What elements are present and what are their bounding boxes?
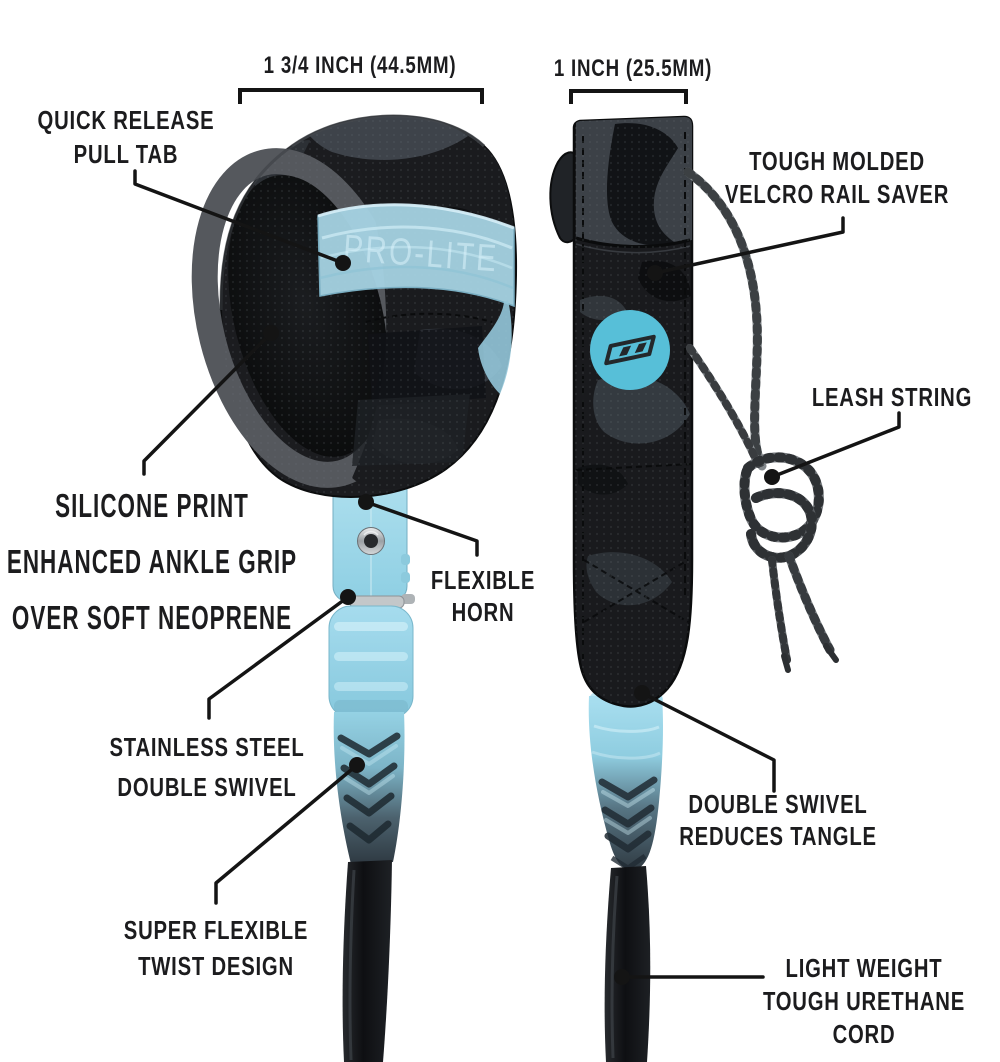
measure-bracket-right xyxy=(569,89,688,104)
ankle-cuff: PRO-LITE xyxy=(191,114,518,498)
leader-double-swivel xyxy=(640,691,776,793)
leader-quick-release xyxy=(133,169,345,265)
brand-logo-badge xyxy=(590,310,670,390)
rail-saver-swivel-assembly xyxy=(588,667,663,1062)
leader-stainless-swivel xyxy=(207,595,350,720)
measurement-label-right: 1 INCH (25.5MM) xyxy=(554,55,712,83)
quick-release-band: PRO-LITE xyxy=(317,203,515,394)
leader-leash-string xyxy=(770,411,901,479)
rail-saver-strap xyxy=(549,115,839,708)
leader-flexible-horn xyxy=(364,500,479,557)
callout-velcro-rail-saver: TOUGH MOLDED VELCRO RAIL SAVER xyxy=(724,146,950,209)
measure-bracket-left xyxy=(238,88,484,104)
measurement-right-text: 1 INCH (25.5MM) xyxy=(553,55,713,82)
callout-leash-string: LEASH STRING xyxy=(811,382,973,412)
callout-dots xyxy=(263,255,780,985)
leader-silicone-grip xyxy=(142,331,273,476)
strap-side-loop xyxy=(549,151,578,244)
urethane-cord-right xyxy=(604,866,651,1062)
callout-double-swivel-tangle: DOUBLE SWIVEL REDUCES TANGLE xyxy=(679,789,877,851)
measurement-label-left: 1 3/4 INCH (44.5MM) xyxy=(264,52,457,80)
measurement-brackets xyxy=(238,88,688,104)
leash-string-knot xyxy=(739,452,824,563)
leader-super-flexible xyxy=(214,763,359,905)
leash-string xyxy=(683,167,839,673)
callout-quick-release-pull-tab: QUICK RELEASE PULL TAB xyxy=(37,105,215,169)
callout-super-flexible-twist: SUPER FLEXIBLE TWIST DESIGN xyxy=(123,915,309,981)
callout-lines xyxy=(133,169,901,979)
pro-lite-logo-icon xyxy=(604,334,656,366)
urethane-cord-left xyxy=(342,860,392,1062)
ankle-leash-swivel-assembly xyxy=(328,457,415,1062)
callout-silicone-print-grip: SILICONE PRINT ENHANCED ANKLE GRIP OVER … xyxy=(6,487,298,636)
callout-urethane-cord: LIGHT WEIGHT TOUGH URETHANE CORD xyxy=(762,953,966,1049)
measurement-left-text: 1 3/4 INCH (44.5MM) xyxy=(263,52,457,79)
leader-rail-saver xyxy=(653,216,845,275)
callout-stainless-steel-swivel: STAINLESS STEEL DOUBLE SWIVEL xyxy=(109,732,305,802)
callout-flexible-horn: FLEXIBLE HORN xyxy=(430,565,536,627)
twist-section-right xyxy=(588,696,663,869)
